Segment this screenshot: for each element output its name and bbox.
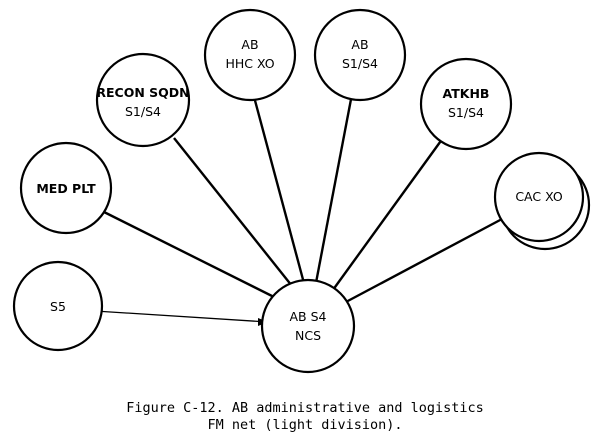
node-recon-sqdn-label-2: S1/S4	[125, 104, 161, 119]
link-ab-s1s4	[313, 93, 354, 289]
node-cac-xo-label: CAC XO	[515, 189, 563, 204]
node-ab-s4-ncs-label-2: NCS	[295, 328, 321, 343]
node-cac-xo: CAC XO	[493, 151, 591, 251]
node-ab-hhc-xo: AB HHC XO	[203, 8, 297, 102]
figure-caption: Figure C-12. AB administrative and logis…	[0, 400, 610, 434]
node-ab-s4-ncs-label-1: AB S4	[290, 309, 327, 324]
node-med-plt-label: MED PLT	[36, 181, 96, 196]
node-recon-sqdn-label-1: RECON SQDN	[96, 85, 189, 100]
node-ab-s1s4-label-2: S1/S4	[342, 56, 378, 71]
node-ab-hhc-xo-label-1: AB	[241, 37, 258, 52]
link-recon	[173, 137, 297, 292]
node-recon-sqdn: RECON SQDN S1/S4	[95, 52, 191, 148]
node-ab-s1s4-label-1: AB	[351, 37, 368, 52]
node-ab-s4-ncs: AB S4 NCS	[260, 278, 356, 374]
node-atkhb-label-1: ATKHB	[443, 86, 490, 101]
node-ab-s1s4: AB S1/S4	[313, 8, 407, 102]
link-cac-xo	[343, 217, 503, 305]
node-med-plt: MED PLT	[19, 141, 113, 235]
link-med-plt	[95, 206, 287, 305]
figure-caption-line-1: Figure C-12. AB administrative and logis…	[126, 400, 484, 416]
node-s5-label: S5	[50, 299, 66, 314]
node-atkhb: ATKHB S1/S4	[419, 57, 513, 151]
node-s5: S5	[12, 260, 104, 352]
link-s5	[94, 310, 269, 323]
node-ab-hhc-xo-label-2: HHC XO	[225, 56, 274, 71]
link-atkhb	[329, 137, 444, 295]
figure-caption-line-2: FM net (light division).	[207, 417, 403, 433]
node-atkhb-label-2: S1/S4	[448, 105, 484, 120]
link-ab-hhc	[251, 92, 307, 288]
